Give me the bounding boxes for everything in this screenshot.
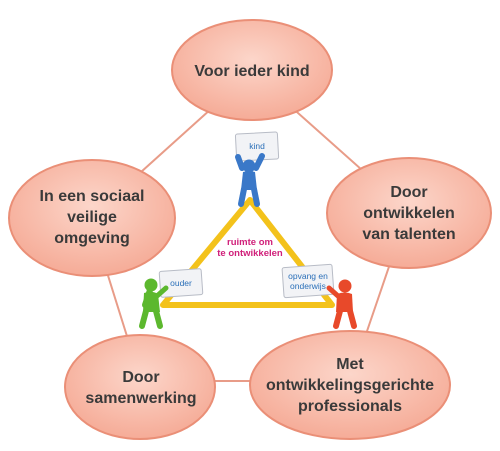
oval-top	[171, 19, 333, 121]
oval-label-bottom-right: Met ontwikkelingsgerichte professionals	[265, 355, 435, 415]
oval-label-top: Voor ieder kind	[194, 62, 310, 80]
oval-label-right: Door ontwikkelen van talenten	[362, 183, 456, 243]
opvang-figure	[281, 263, 357, 329]
sign-opvang: opvang en onderwijs	[288, 271, 328, 291]
center-label: ruimte om te ontwikkelen	[217, 237, 283, 259]
oval-bottom-right	[249, 330, 451, 440]
oval-label-left: In een sociaal veilige omgeving	[39, 187, 145, 247]
oval-left	[8, 159, 176, 277]
sign-ouder: ouder	[170, 278, 192, 288]
oval-label-bottom-left: Door samenwerking	[85, 369, 197, 407]
oval-bottom-left	[64, 334, 216, 440]
oval-right	[326, 157, 492, 269]
kind-figure	[234, 131, 280, 207]
ouder-figure	[139, 268, 204, 329]
sign-kind: kind	[249, 141, 265, 151]
